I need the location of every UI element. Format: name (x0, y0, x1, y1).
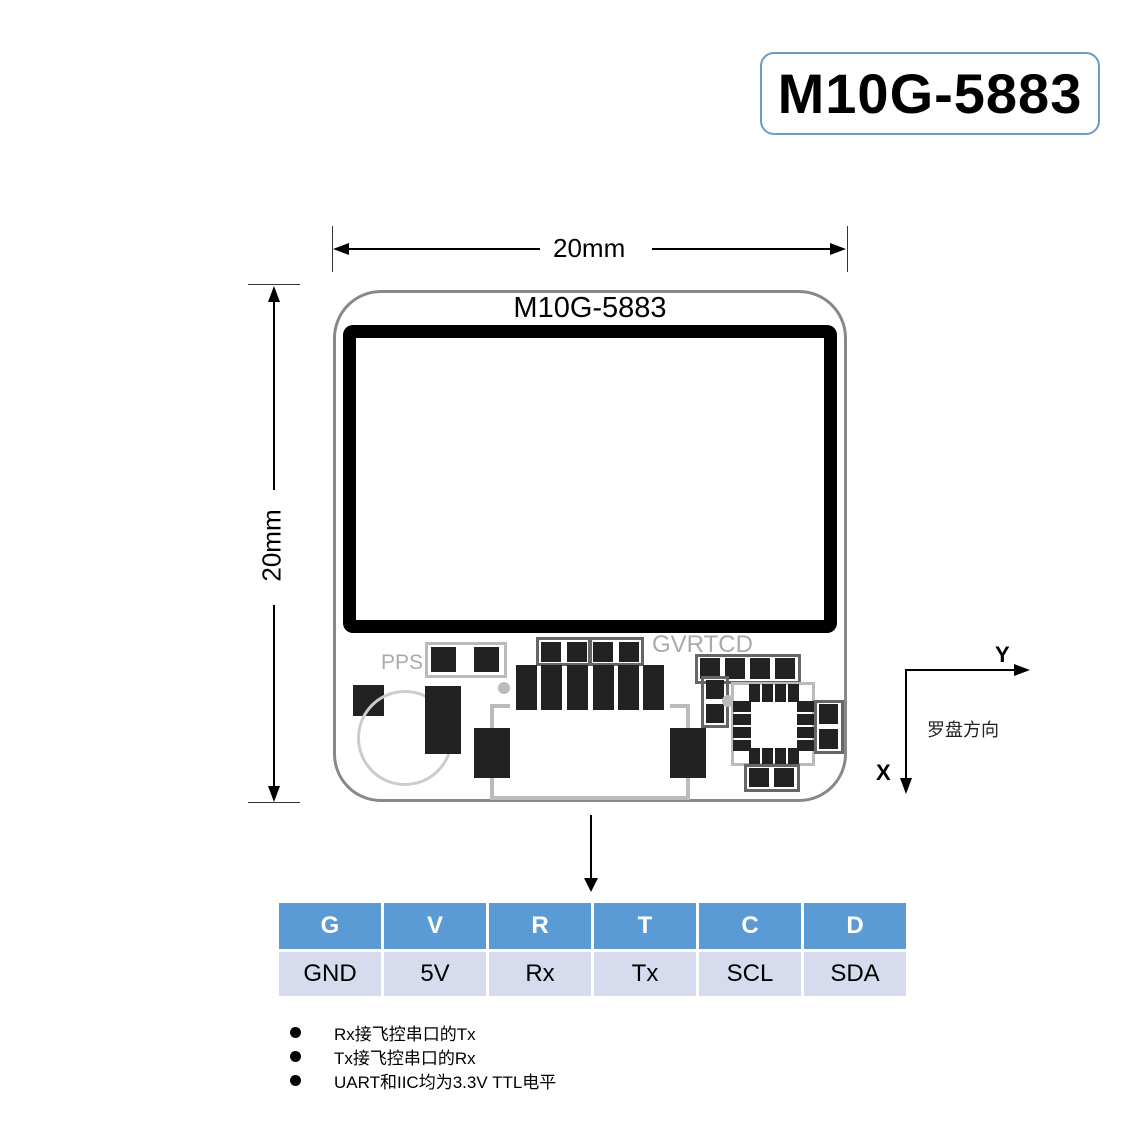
connector-pin-r (567, 665, 588, 710)
width-dim-right-tick (847, 226, 848, 272)
arrow-right-icon (1014, 664, 1030, 676)
resistor-pad (775, 658, 795, 679)
pcb-model-label: M10G-5883 (513, 292, 667, 324)
resistor-pad (750, 658, 770, 679)
pps-label: PPS (381, 651, 424, 674)
connector-pin-t (593, 665, 614, 710)
connector-small-pad (619, 642, 639, 662)
pin-header-cell: C (699, 903, 801, 949)
y-axis-label: Y (995, 642, 1010, 667)
pin-value-cell: GND (279, 952, 381, 996)
connector-small-pad (567, 642, 587, 662)
cap-pad (706, 680, 724, 699)
compass-direction-caption: 罗盘方向 (927, 720, 999, 741)
housing-corner-tl (490, 704, 510, 708)
pps-pad-2 (474, 647, 499, 672)
model-title-badge: M10G-5883 (760, 52, 1100, 135)
width-dim-line-right (652, 248, 835, 250)
pps-led-outline (425, 642, 507, 678)
height-dim-label: 20mm (256, 509, 287, 582)
height-dim-top-tick (248, 284, 300, 285)
x-axis-line (905, 669, 907, 781)
pin-header-cell: D (804, 903, 906, 949)
pin-value-cell: SDA (804, 952, 906, 996)
pin-table-header-row: G V R T C D (279, 903, 906, 949)
connector-small-pad (593, 642, 613, 662)
pin-order-label: GVRTCD (652, 631, 753, 658)
bullet-icon (290, 1026, 301, 1038)
wiring-notes: Rx接飞控串口的Tx Tx接飞控串口的Rx UART和IIC均为3.3V TTL… (290, 1020, 556, 1092)
cap-pad (749, 768, 769, 787)
pin-value-cell: Rx (489, 952, 591, 996)
connector-pin-d (643, 665, 664, 710)
height-dim-line-bottom (273, 605, 275, 790)
cap-pad (819, 704, 838, 724)
bullet-icon (290, 1074, 301, 1086)
height-dim-bottom-tick (248, 802, 300, 803)
cap-outline-right (814, 700, 844, 754)
arrow-down-icon (268, 786, 280, 802)
x-axis-label: X (876, 760, 891, 785)
pin-value-cell: 5V (384, 952, 486, 996)
note-item: Rx接飞控串口的Tx (290, 1020, 556, 1044)
arrow-down-icon (584, 878, 598, 892)
gnss-antenna (343, 325, 837, 633)
connector-small-pad (541, 642, 561, 662)
pin-value-cell: SCL (699, 952, 801, 996)
pin-table-value-row: GND 5V Rx Tx SCL SDA (279, 952, 906, 996)
arrow-right-icon (830, 243, 846, 255)
width-dim-label: 20mm (553, 233, 626, 263)
connector-housing-outline (490, 704, 690, 800)
pin-header-cell: V (384, 903, 486, 949)
arrow-down-icon (900, 778, 912, 794)
connector-pin-v (541, 665, 562, 710)
pin1-marker (498, 682, 510, 694)
cap-pad (774, 768, 794, 787)
housing-corner-tr (670, 704, 690, 708)
pin-header-cell: R (489, 903, 591, 949)
connector-mount-pad-left (474, 728, 510, 778)
connector-mount-pad-right (670, 728, 706, 778)
width-dim-line-left (345, 248, 540, 250)
connector-pin-c (618, 665, 639, 710)
cap-outline-bottom (744, 764, 800, 792)
y-axis-line (905, 669, 1017, 671)
cap-pad (819, 729, 838, 749)
arrow-up-icon (268, 286, 280, 302)
width-dim-left-tick (332, 226, 333, 272)
capacitor-pad (425, 686, 461, 754)
connector-pin-g (516, 665, 537, 710)
arrow-left-icon (333, 243, 349, 255)
height-dim-line-top (273, 298, 275, 490)
cap-pad (706, 704, 724, 723)
note-item: UART和IIC均为3.3V TTL电平 (290, 1068, 556, 1092)
bullet-icon (290, 1050, 301, 1062)
pin-header-cell: G (279, 903, 381, 949)
pin-header-cell: T (594, 903, 696, 949)
pin-value-cell: Tx (594, 952, 696, 996)
pin-table: G V R T C D GND 5V Rx Tx SCL SDA (276, 900, 909, 999)
pps-pad-1 (431, 647, 456, 672)
resistor-pad (725, 658, 745, 679)
note-item: Tx接飞控串口的Rx (290, 1044, 556, 1068)
resistor-pad (700, 658, 720, 679)
connector-outline-right (589, 637, 644, 666)
connector-pointer-line (590, 815, 592, 880)
